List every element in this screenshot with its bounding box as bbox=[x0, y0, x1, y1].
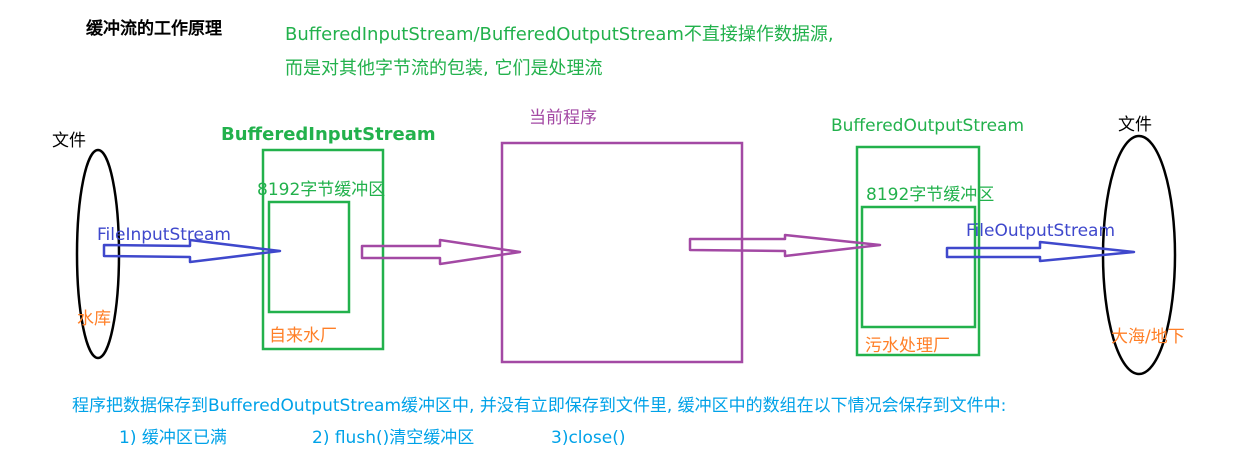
input-buffer-label: 8192字节缓冲区 bbox=[257, 180, 386, 200]
input-stream-name: BufferedInputStream bbox=[221, 124, 436, 145]
input-to-program-arrow bbox=[360, 238, 522, 266]
input-buffer-box bbox=[267, 200, 351, 314]
output-stream-box bbox=[855, 145, 981, 357]
program-to-output-arrow bbox=[688, 233, 882, 258]
source-sublabel: 水库 bbox=[77, 309, 111, 329]
source-file-label: 文件 bbox=[52, 131, 86, 151]
output-buffer-label: 8192字节缓冲区 bbox=[866, 185, 995, 205]
output-stream-name: BufferedOutputStream bbox=[831, 116, 1025, 136]
output-stream-sublabel: 污水处理厂 bbox=[865, 336, 950, 356]
bottom-case-3: 3)close() bbox=[551, 428, 626, 448]
note-line-1: BufferedInputStream/BufferedOutputStream… bbox=[285, 24, 834, 45]
file-input-stream-label: FileInputStream bbox=[97, 225, 231, 245]
target-sublabel: 大海/地下 bbox=[1111, 327, 1185, 347]
file-input-arrow bbox=[102, 238, 282, 264]
note-line-2: 而是对其他字节流的包装, 它们是处理流 bbox=[285, 58, 603, 79]
source-file-ellipse bbox=[75, 148, 121, 360]
bottom-case-1: 1) 缓冲区已满 bbox=[119, 428, 227, 448]
bottom-explanation: 程序把数据保存到BufferedOutputStream缓冲区中, 并没有立即保… bbox=[72, 396, 1007, 416]
output-buffer-box bbox=[860, 205, 977, 329]
input-stream-sublabel: 自来水厂 bbox=[269, 326, 337, 346]
bottom-case-2: 2) flush()清空缓冲区 bbox=[312, 428, 475, 448]
program-label: 当前程序 bbox=[529, 108, 597, 128]
diagram-title: 缓冲流的工作原理 bbox=[86, 19, 222, 39]
target-file-label: 文件 bbox=[1118, 115, 1152, 135]
program-box bbox=[500, 141, 744, 364]
file-output-arrow bbox=[945, 240, 1136, 263]
file-output-stream-label: FileOutputStream bbox=[966, 221, 1116, 241]
